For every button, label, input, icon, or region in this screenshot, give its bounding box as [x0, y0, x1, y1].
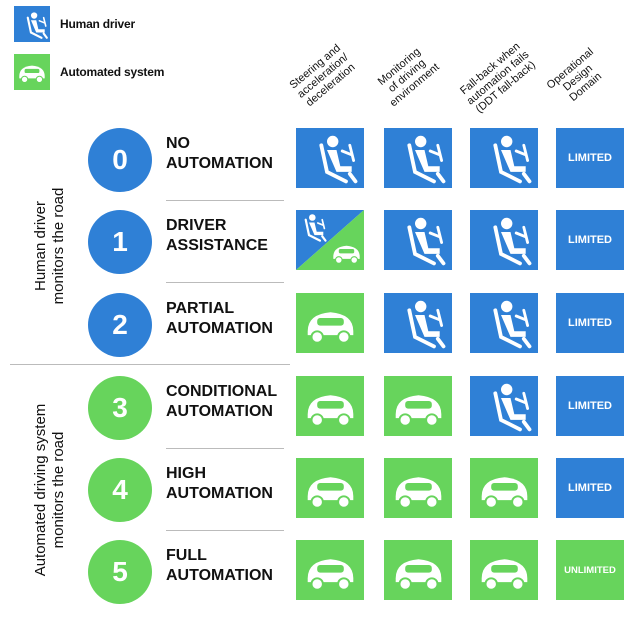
car-icon: [19, 65, 45, 84]
car-icon: [296, 540, 364, 600]
level-2-badge: 2: [88, 293, 152, 357]
odd-badge: LIMITED: [556, 128, 624, 188]
level-1-name: DRIVER ASSISTANCE: [166, 217, 268, 254]
legend-automated-label: Automated system: [60, 65, 165, 79]
car-icon: [296, 458, 364, 518]
odd-label: LIMITED: [568, 317, 612, 329]
legend-automated-swatch: [14, 54, 50, 90]
human-driver-icon: [470, 128, 538, 188]
car-icon: [470, 540, 538, 600]
level-1-badge: 1: [88, 210, 152, 274]
human-driver-icon: [384, 128, 452, 188]
odd-label: LIMITED: [568, 152, 612, 164]
row-divider: [166, 448, 284, 449]
column-header-fallback: Fall-back when automation fails (DDT fal…: [458, 40, 538, 116]
level-4-badge: 4: [88, 458, 152, 522]
odd-badge: LIMITED: [556, 376, 624, 436]
human-driver-icon: [296, 128, 364, 188]
level-5-badge: 5: [88, 540, 152, 604]
car-icon: [384, 540, 452, 600]
odd-badge: LIMITED: [556, 293, 624, 353]
row-divider: [166, 200, 284, 201]
shared-control-icon: [296, 210, 364, 270]
level-4-name: HIGH AUTOMATION: [166, 465, 273, 502]
odd-badge: UNLIMITED: [556, 540, 624, 600]
level-3-badge: 3: [88, 376, 152, 440]
odd-label: UNLIMITED: [564, 564, 616, 576]
row-divider: [166, 282, 284, 283]
odd-badge: LIMITED: [556, 458, 624, 518]
level-5-name: FULL AUTOMATION: [166, 547, 273, 584]
car-icon: [384, 458, 452, 518]
level-3-name: CONDITIONAL AUTOMATION: [166, 383, 278, 420]
human-driver-icon: [26, 12, 48, 39]
car-icon: [296, 376, 364, 436]
group-label-automated: Automated driving system monitors the ro…: [32, 403, 67, 577]
legend-human-label: Human driver: [60, 17, 135, 31]
odd-label: LIMITED: [568, 234, 612, 246]
group-divider: [10, 364, 290, 365]
car-icon: [470, 458, 538, 518]
column-header-steering: Steering and acceleration/ deceleration: [287, 42, 358, 110]
human-driver-icon: [470, 293, 538, 353]
car-icon: [384, 376, 452, 436]
level-0-name: NO AUTOMATION: [166, 135, 273, 172]
odd-badge: LIMITED: [556, 210, 624, 270]
row-divider: [166, 530, 284, 531]
group-label-human: Human driver monitors the road: [32, 187, 67, 305]
human-driver-icon: [384, 210, 452, 270]
level-0-badge: 0: [88, 128, 152, 192]
odd-label: LIMITED: [568, 400, 612, 412]
legend-human-swatch: [14, 6, 50, 42]
human-driver-icon: [384, 293, 452, 353]
car-icon: [296, 293, 364, 353]
column-header-monitoring: Monitoring of driving environment: [375, 45, 442, 110]
level-2-name: PARTIAL AUTOMATION: [166, 300, 273, 337]
human-driver-icon: [470, 376, 538, 436]
human-driver-icon: [470, 210, 538, 270]
odd-label: LIMITED: [568, 482, 612, 494]
